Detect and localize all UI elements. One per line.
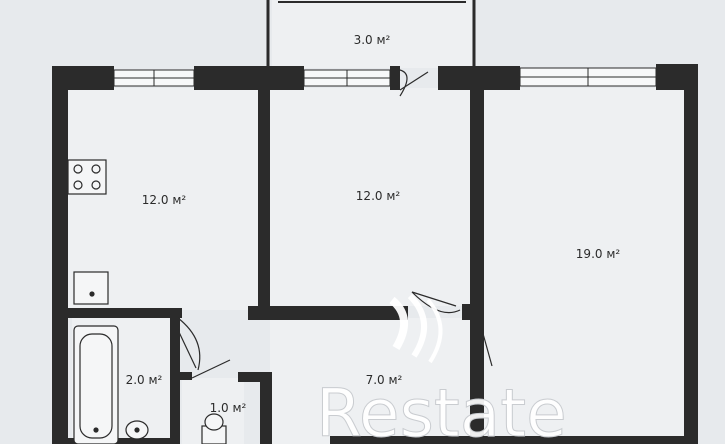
label-balcony: 3.0 м² bbox=[354, 33, 391, 47]
doors bbox=[177, 69, 493, 379]
toilet-bowl bbox=[201, 413, 227, 444]
door-bathroom bbox=[177, 317, 201, 371]
room-labels: 3.0 м² 12.0 м² 12.0 м² 19.0 м² 2.0 м² 1.… bbox=[126, 33, 621, 415]
watermark-text: Restate bbox=[316, 375, 567, 444]
window-right bbox=[519, 67, 657, 87]
kitchen-sink bbox=[73, 271, 109, 305]
balcony-walls bbox=[266, 0, 476, 70]
label-kitchen: 12.0 м² bbox=[142, 193, 187, 207]
room-floors bbox=[68, 0, 684, 444]
bathtub bbox=[73, 325, 119, 444]
washbasin bbox=[125, 420, 149, 440]
window-middle bbox=[303, 69, 391, 87]
label-hallway: 7.0 м² bbox=[366, 373, 403, 387]
label-toilet: 1.0 м² bbox=[210, 401, 247, 415]
label-bathroom: 2.0 м² bbox=[126, 373, 163, 387]
door-right-room bbox=[481, 329, 493, 367]
walls bbox=[52, 64, 698, 444]
door-balcony bbox=[399, 69, 429, 97]
windows bbox=[113, 67, 657, 87]
door-toilet bbox=[191, 359, 231, 379]
watermark: Restate bbox=[316, 293, 567, 444]
door-middle-room bbox=[411, 291, 461, 314]
watermark-signal-icon bbox=[389, 293, 443, 364]
stove bbox=[67, 159, 107, 195]
label-room-middle: 12.0 м² bbox=[356, 189, 401, 203]
window-kitchen bbox=[113, 69, 195, 87]
label-room-right: 19.0 м² bbox=[576, 247, 621, 261]
